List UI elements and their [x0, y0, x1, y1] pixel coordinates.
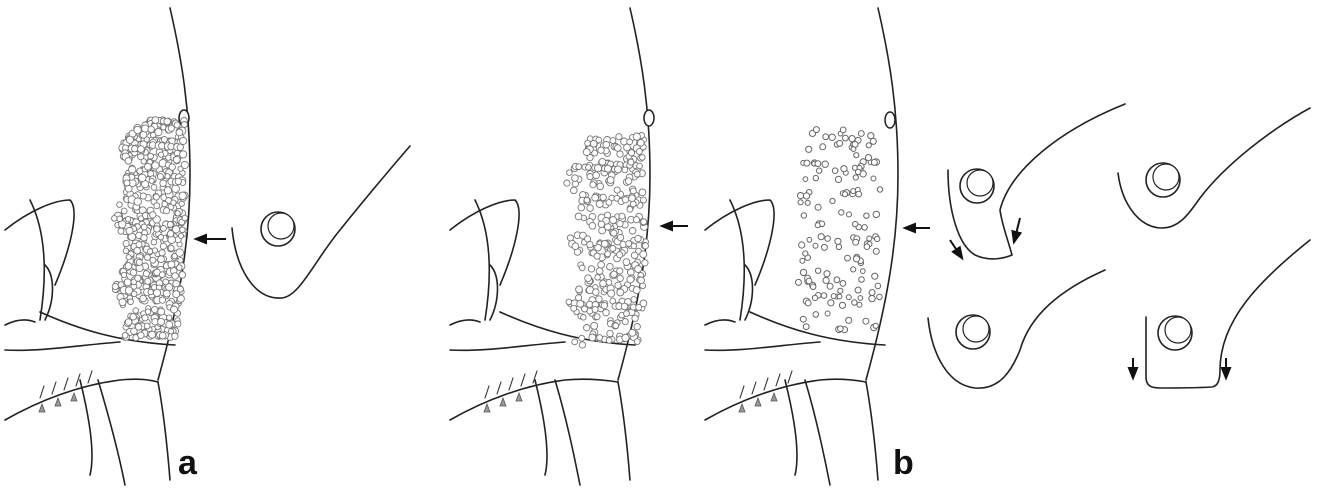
socket-variant-bottom-right [1133, 240, 1310, 388]
socket-detail-a [232, 146, 410, 298]
socket-variant-bottom-left [928, 270, 1105, 388]
socket-variant-top-right [1118, 108, 1310, 228]
panel-label-a: a [178, 446, 197, 480]
medium-granule-field [564, 133, 649, 349]
dense-granule-field [112, 117, 189, 341]
panel-label-b: b [893, 446, 914, 480]
socket-variant-top-left [948, 104, 1125, 259]
sparse-granule-field [796, 127, 883, 333]
